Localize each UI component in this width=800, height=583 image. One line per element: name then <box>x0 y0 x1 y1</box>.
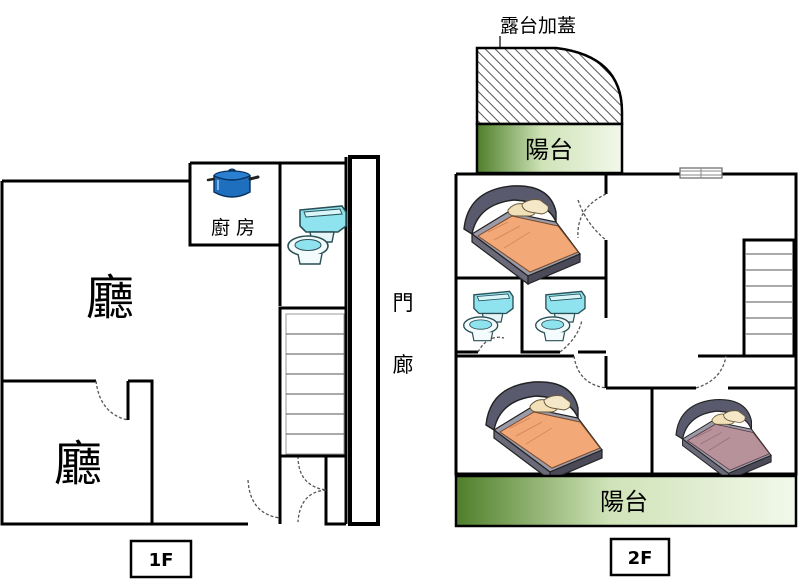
bed-icon <box>675 398 772 481</box>
floor-1-tag-box <box>129 539 193 579</box>
living-room-top-label: 廳 <box>86 270 134 326</box>
balcony-top-label: 陽台 <box>525 136 573 164</box>
bed-icon <box>463 185 581 285</box>
floor-1-staircase <box>278 306 348 458</box>
living-room-bottom-label: 廳 <box>54 436 102 492</box>
balcony-top <box>475 122 624 175</box>
floor-2-plan: 露台加蓋 陽台 <box>454 15 798 577</box>
toilet-icon <box>463 290 514 342</box>
floor-1-plan: 廚 房 廳 廳 門 廊 1F <box>0 155 414 579</box>
bed-icon <box>485 381 603 481</box>
balcony-bottom <box>454 474 798 528</box>
floor-2-staircase <box>742 238 796 358</box>
cooking-pot-icon <box>206 168 260 198</box>
corridor-label-2: 廊 <box>393 353 414 377</box>
floor-2-tag-box <box>609 537 671 577</box>
floor-2-tag: 2F <box>628 548 653 569</box>
window-icon <box>679 167 723 179</box>
floor-1-doors <box>95 380 327 523</box>
toilet-icon <box>535 290 586 342</box>
roof-addition-area <box>475 46 624 126</box>
balcony-bottom-label: 陽台 <box>600 488 648 516</box>
corridor-label-1: 門 <box>393 291 414 315</box>
toilet-icon <box>287 205 347 265</box>
kitchen-label: 廚 房 <box>211 216 255 239</box>
floor-1-tag: 1F <box>149 550 174 571</box>
roof-addition-label: 露台加蓋 <box>500 15 576 37</box>
